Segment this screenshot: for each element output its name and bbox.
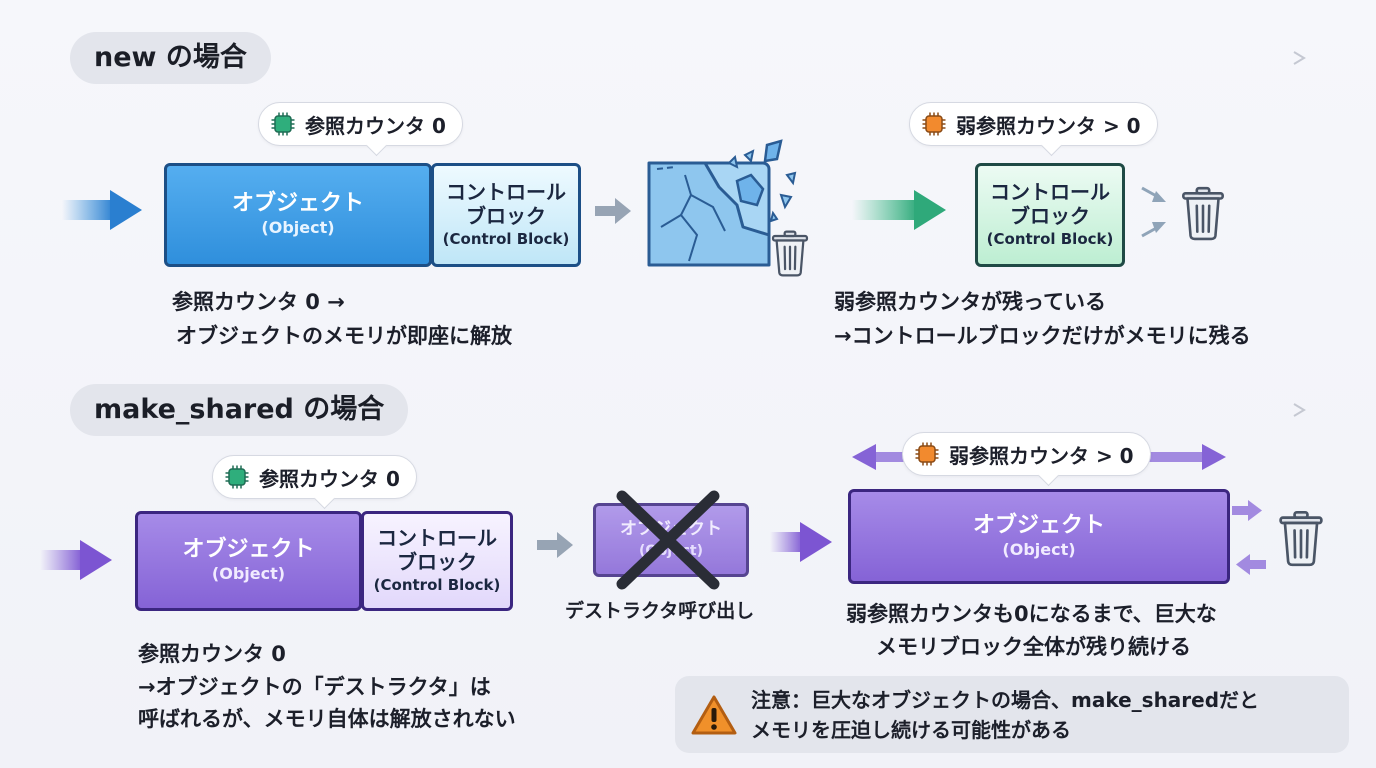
small-arrow-icon (537, 532, 573, 558)
weak-counter-pill: 弱参照カウンタ > 0 (909, 102, 1158, 157)
cross-out-icon (616, 490, 720, 590)
warning-box: 注意：巨大なオブジェクトの場合、make_sharedだと メモリを圧迫し続ける… (675, 676, 1349, 753)
section-rule-new (270, 51, 1306, 65)
weak-counter-pill: 弱参照カウンタ > 0 (902, 432, 1151, 487)
shatter-icon (647, 139, 797, 267)
control-block-subtitle: (Control Block) (442, 230, 570, 248)
flow-arrow-icon (852, 190, 946, 230)
chip-icon (915, 442, 939, 466)
chip-icon (922, 112, 946, 136)
object-subtitle: (Object) (261, 218, 335, 237)
make-shared-caption-right-2: メモリブロック全体が残り続ける (876, 635, 1191, 659)
ref-counter-pill: 参照カウンタ 0 (212, 455, 417, 510)
flow-arrow-icon (40, 540, 112, 580)
object-title: オブジェクト (182, 537, 315, 562)
control-block-line1: コントロール (377, 526, 497, 550)
warning-icon (691, 695, 737, 734)
weak-counter-label: 弱参照カウンタ > 0 (949, 443, 1134, 468)
object-title: オブジェクト (972, 512, 1105, 538)
control-block-line2: ブロック (397, 550, 477, 574)
make-shared-caption-right-1: 弱参照カウンタも0になるまで、巨大な (846, 602, 1217, 626)
section-title-new: new の場合 (70, 32, 271, 84)
new-caption-right-2: →コントロールブロックだけがメモリに残る (834, 324, 1251, 348)
new-caption-left-2: オブジェクトのメモリが即座に解放 (176, 324, 512, 348)
make-shared-caption-left-1: 参照カウンタ 0 (138, 642, 286, 666)
make-shared-caption-left-2: →オブジェクトの「デストラクタ」は (138, 675, 491, 699)
chip-icon (225, 465, 249, 489)
control-block-subtitle: (Control Block) (986, 230, 1114, 248)
control-block-subtitle: (Control Block) (373, 576, 501, 594)
object-box: オブジェクト (Object) (164, 163, 432, 267)
object-box: オブジェクト (Object) (135, 511, 362, 611)
ref-counter-label: 参照カウンタ 0 (259, 466, 400, 491)
control-block-box: コントロール ブロック (Control Block) (431, 163, 581, 267)
trash-icon (1182, 186, 1224, 241)
object-title: オブジェクト (231, 191, 364, 216)
small-arrow-icon (595, 198, 631, 224)
ref-counter-label: 参照カウンタ 0 (305, 113, 446, 138)
control-block-line1: コントロール (990, 180, 1110, 204)
object-subtitle: (Object) (211, 564, 286, 583)
section-title-make-shared: make_shared の場合 (70, 384, 409, 436)
object-subtitle: (Object) (1002, 539, 1076, 559)
flow-arrow-icon (770, 522, 832, 562)
new-caption-right-1: 弱参照カウンタが残っている (834, 290, 1106, 314)
warning-line-2: メモリを圧迫し続ける可能性がある (751, 717, 1071, 742)
trash-icon (771, 230, 809, 277)
section-rule-make-shared (412, 403, 1306, 417)
control-block-line2: ブロック (1010, 204, 1090, 228)
flow-arrow-icon (62, 190, 142, 230)
ref-counter-pill: 参照カウンタ 0 (258, 102, 463, 157)
weak-counter-label: 弱参照カウンタ > 0 (956, 113, 1141, 138)
control-block-box: コントロール ブロック (Control Block) (361, 511, 513, 611)
trash-icon (1279, 510, 1323, 567)
control-block-line1: コントロール (446, 180, 566, 204)
destructor-label: デストラクタ呼び出し (565, 600, 755, 622)
new-caption-left-1: 参照カウンタ 0 → (172, 290, 345, 314)
small-arrows-icon (1141, 186, 1166, 238)
small-arrows-icon (1232, 500, 1266, 575)
control-block-line2: ブロック (466, 204, 546, 228)
chip-icon (271, 112, 295, 136)
warning-line-1: 注意：巨大なオブジェクトの場合、make_sharedだと (751, 687, 1260, 712)
make-shared-caption-left-3: 呼ばれるが、メモリ自体は解放されない (138, 707, 516, 731)
large-object-box: オブジェクト (Object) (848, 489, 1230, 584)
remaining-control-block: コントロール ブロック (Control Block) (975, 163, 1125, 267)
